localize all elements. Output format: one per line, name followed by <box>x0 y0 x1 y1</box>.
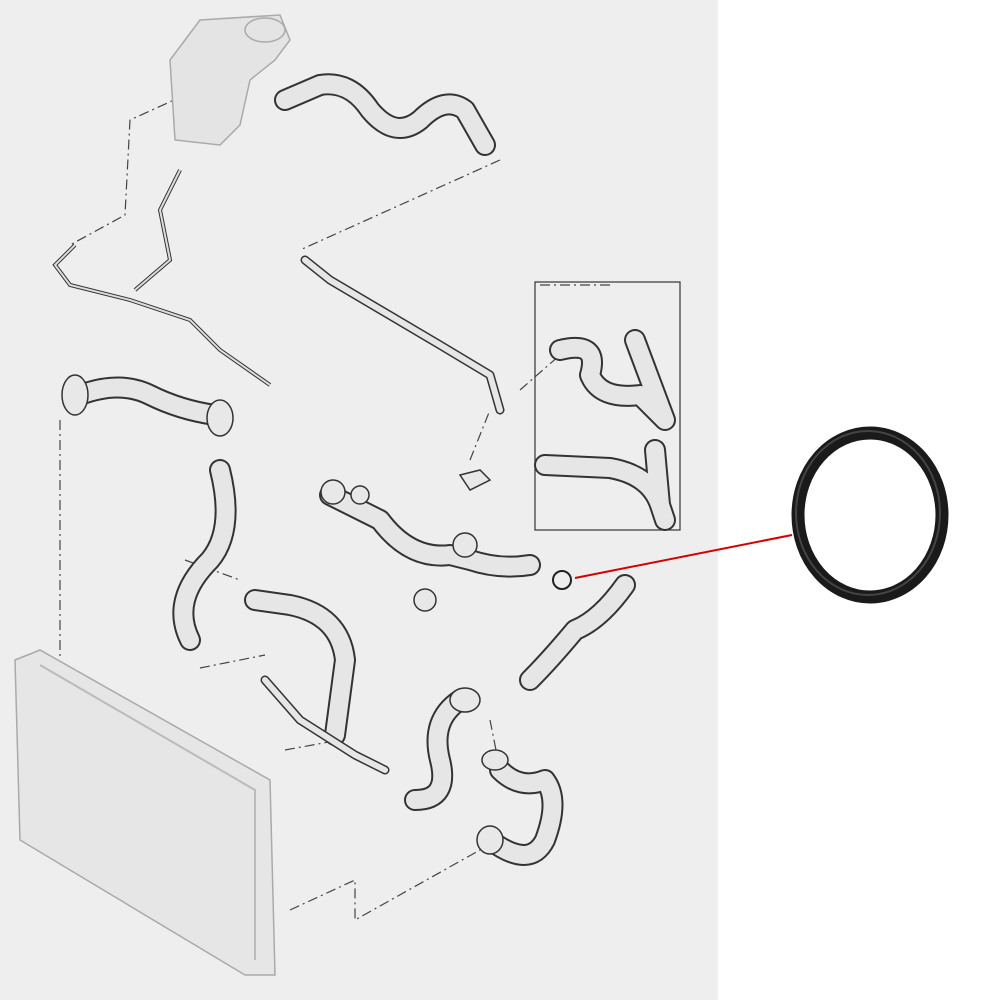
lower-right-hoses <box>404 574 636 866</box>
metal-coolant-pipe <box>300 255 505 415</box>
radiator-return-hose <box>172 459 356 746</box>
expansion-tank <box>169 14 291 146</box>
thermostat-pipe-assembly <box>260 469 541 775</box>
hose-subassembly-box <box>534 281 681 531</box>
upper-tank-hose <box>274 73 496 156</box>
intercooler-hose <box>61 374 234 437</box>
o-ring-in-diagram <box>552 570 572 590</box>
pointer-line <box>574 534 793 579</box>
bleed-pipe <box>52 169 272 387</box>
o-ring-seal-icon <box>791 426 949 604</box>
radiator <box>14 649 276 976</box>
